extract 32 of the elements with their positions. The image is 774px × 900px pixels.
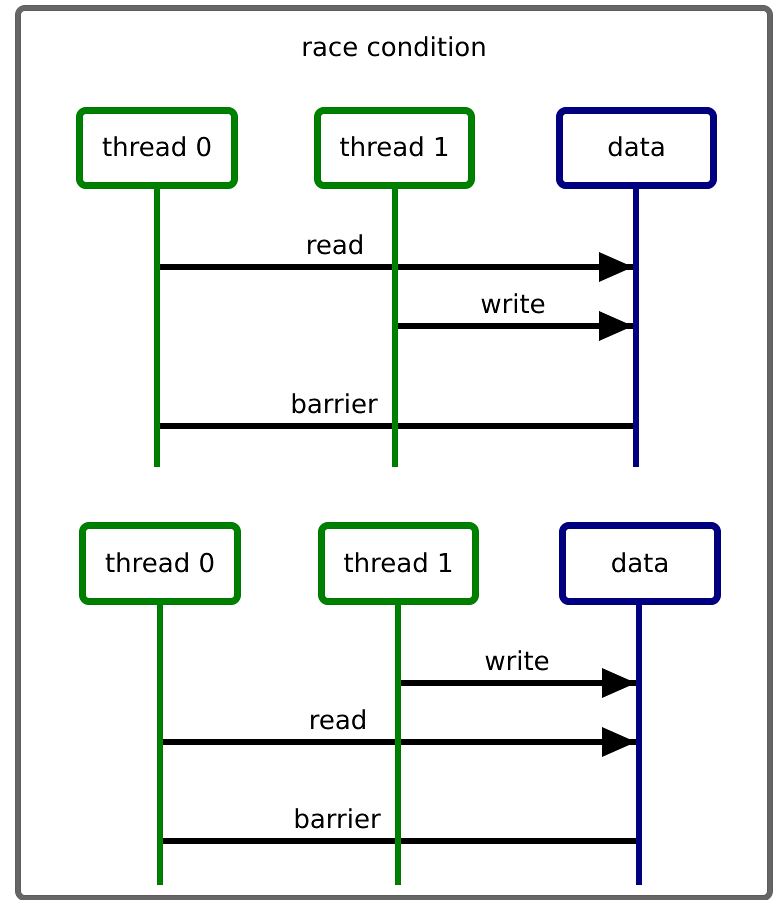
- edge-label: read: [306, 231, 364, 261]
- message-arrow: [398, 311, 633, 341]
- lifeline: [154, 189, 160, 467]
- lifeline-name: data: [607, 133, 666, 163]
- lifeline: [636, 605, 642, 885]
- edge-label: barrier: [290, 390, 378, 420]
- lifeline-header: [76, 107, 238, 189]
- lifeline-name: thread 1: [339, 133, 450, 163]
- message-arrow: [160, 252, 633, 282]
- diagram-frame: [15, 5, 773, 900]
- frame-label: race condition: [300, 33, 488, 63]
- lifeline-name: data: [610, 548, 670, 578]
- lifeline-header: [79, 522, 241, 605]
- edge-label: read: [308, 706, 368, 736]
- lifeline: [392, 189, 398, 467]
- message-line: [160, 423, 633, 429]
- lifeline-name: thread 1: [343, 548, 454, 578]
- lifeline-header: [314, 107, 475, 189]
- message-arrow: [401, 668, 636, 698]
- lifeline-name: thread 0: [102, 133, 212, 163]
- edge-label: write: [484, 647, 550, 677]
- lifeline-header: [559, 522, 721, 605]
- lifeline-header: [318, 522, 479, 605]
- lifeline: [157, 605, 163, 885]
- message-arrow: [163, 727, 636, 757]
- lifeline: [633, 189, 639, 467]
- message-line: [163, 838, 636, 844]
- edge-label: barrier: [293, 805, 381, 835]
- edge-label: write: [480, 290, 546, 320]
- lifeline-name: thread 0: [104, 548, 216, 578]
- lifeline: [395, 605, 401, 885]
- lifeline-header: [556, 107, 717, 189]
